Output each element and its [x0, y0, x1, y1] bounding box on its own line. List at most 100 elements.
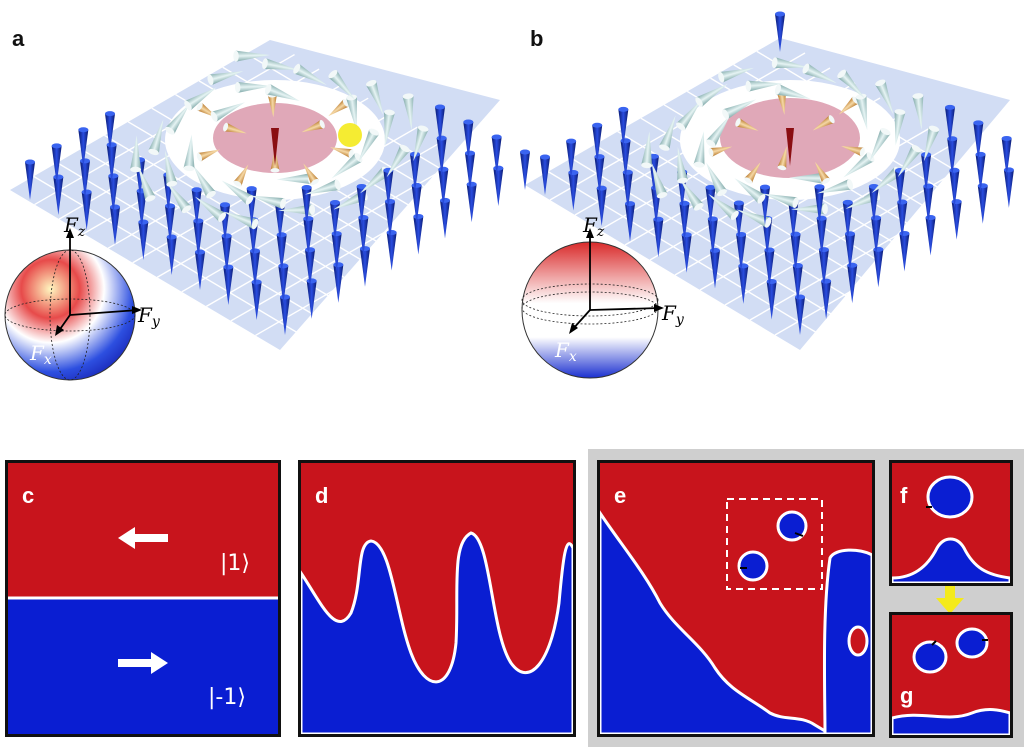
spin-cone-icon — [641, 131, 653, 169]
panel-label-f: f — [900, 483, 908, 508]
panel-a-spins — [25, 50, 530, 335]
spin-cone-icon — [651, 162, 668, 199]
panel-label-c: c — [22, 483, 35, 508]
spin-cone-icon — [841, 146, 865, 157]
panel-label-b: b — [530, 26, 544, 51]
spin-cone-icon — [402, 93, 414, 130]
spin-cone-icon — [301, 185, 312, 226]
spin-cone-icon — [196, 149, 220, 162]
sphere-b-fz-label: Fz — [582, 213, 605, 240]
panel-e: e — [597, 460, 875, 737]
arrow-right-icon — [118, 652, 168, 674]
spin-cone-icon — [802, 63, 837, 84]
spin-cone-icon — [775, 11, 785, 52]
spin-cone-icon — [440, 197, 450, 239]
spin-cone-icon — [735, 118, 759, 131]
panel-b-spins — [540, 11, 1014, 335]
panel-g: g — [889, 612, 1013, 738]
spin-cone-icon — [897, 144, 922, 178]
spin-cone-icon — [435, 104, 445, 145]
sphere-b-fy-label: Fy — [661, 301, 685, 328]
panel-label-a: a — [12, 26, 25, 51]
spin-cone-icon — [223, 122, 247, 134]
spin-cone-icon — [744, 162, 761, 184]
spin-cone-icon — [680, 178, 704, 211]
bloch-sphere-icon — [4, 228, 142, 381]
spin-cone-icon — [676, 99, 702, 131]
spin-cone-icon — [592, 122, 603, 164]
spin-cone-icon — [358, 128, 380, 163]
sphere-a-fx-label: Fx — [29, 341, 52, 368]
spin-cone-icon — [183, 134, 195, 172]
panel-label-d: d — [315, 483, 329, 508]
sphere-a-fy-label: Fy — [137, 303, 161, 330]
spin-cone-icon — [413, 125, 429, 162]
spin-cone-icon — [618, 106, 629, 148]
spin-cone-icon — [695, 83, 728, 107]
spin-cone-icon — [356, 183, 367, 225]
spin-cone-icon — [233, 50, 270, 62]
spin-cone-icon — [812, 115, 835, 131]
spin-cone-icon — [305, 179, 341, 195]
spin-cone-icon — [912, 93, 924, 130]
arrow-down-icon — [936, 586, 964, 614]
spin-cone-icon — [923, 125, 940, 162]
spin-cone-icon — [745, 80, 783, 92]
spin-cone-icon — [708, 194, 739, 221]
spin-cone-icon — [771, 57, 809, 69]
center-spin-cone-icon — [786, 128, 794, 166]
spin-cone-icon — [210, 102, 245, 122]
spin-cone-icon — [493, 165, 504, 207]
state-label-down: |-1⟩ — [208, 685, 246, 710]
spin-cone-icon — [148, 119, 164, 156]
spin-cone-icon — [973, 120, 984, 161]
spin-cone-icon — [384, 109, 395, 147]
spin-cone-icon — [303, 163, 319, 186]
spin-cone-icon — [165, 150, 178, 187]
spin-cone-icon — [842, 199, 853, 241]
spin-cone-icon — [293, 63, 327, 85]
spin-cone-icon — [951, 199, 962, 240]
spin-cone-icon — [328, 70, 355, 100]
spin-cone-icon — [791, 203, 828, 215]
spin-cone-icon — [234, 81, 272, 93]
spin-cone-icon — [330, 147, 354, 158]
spin-cone-icon — [815, 161, 831, 184]
spin-cone-icon — [360, 246, 370, 287]
spin-cone-icon — [566, 138, 577, 180]
spin-cone-icon — [165, 103, 190, 135]
spin-cone-icon — [945, 104, 955, 146]
state-label-up: |1⟩ — [220, 551, 250, 576]
spin-cone-icon — [677, 147, 689, 184]
spin-cone-icon — [386, 144, 410, 178]
spin-cone-icon — [722, 99, 757, 120]
spin-cone-icon — [706, 115, 730, 148]
spin-cone-icon — [195, 196, 227, 222]
spin-cone-icon — [762, 193, 799, 208]
spin-cone-icon — [264, 83, 300, 102]
spin-cone-icon — [233, 164, 249, 187]
spin-cone-icon — [328, 99, 350, 117]
spin-texture-figure: Fz Fy Fx Fz Fy Fx — [4, 11, 1014, 381]
spin-cone-icon — [184, 87, 217, 111]
panel-f: f — [889, 460, 1013, 586]
spin-cone-icon — [706, 162, 727, 197]
spin-cone-icon — [693, 131, 705, 168]
spin-cone-icon — [278, 204, 316, 216]
spin-cone-icon — [365, 80, 384, 115]
highlight-marker — [338, 123, 362, 147]
spin-cone-icon — [138, 166, 156, 202]
spin-cone-icon — [734, 178, 766, 204]
spin-cone-icon — [105, 111, 115, 152]
spin-cone-icon — [413, 213, 424, 255]
spin-cone-icon — [837, 69, 865, 99]
panel-label-g: g — [900, 683, 914, 708]
spin-cone-icon — [330, 200, 340, 241]
spin-cone-icon — [855, 93, 868, 131]
panel-label-e: e — [614, 483, 627, 508]
spin-cone-icon — [207, 71, 244, 86]
spin-cone-icon — [540, 154, 550, 195]
spin-cone-icon — [817, 179, 854, 194]
spin-cone-icon — [51, 143, 62, 184]
spin-cone-icon — [520, 149, 530, 190]
